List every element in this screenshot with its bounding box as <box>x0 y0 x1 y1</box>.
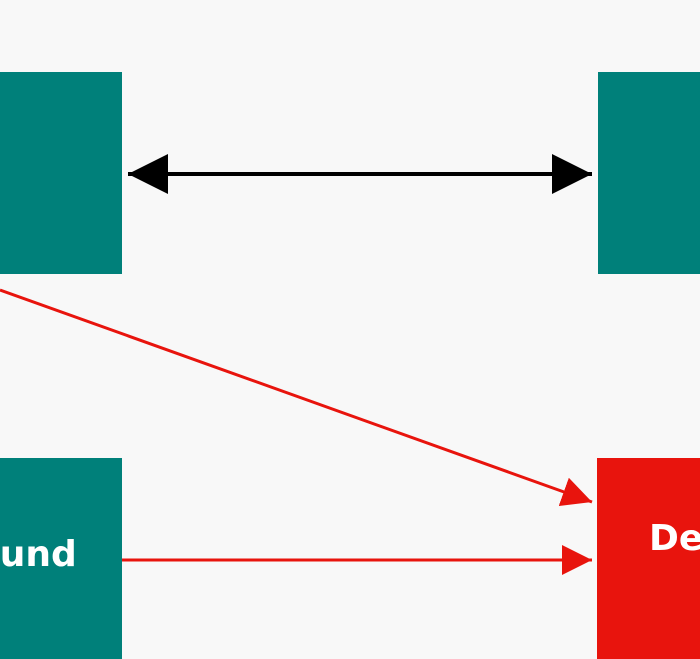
node-top-left <box>0 72 122 274</box>
node-bottom-left: ound <box>0 458 122 659</box>
node-bottom-right: Dec <box>597 458 700 659</box>
node-top-right <box>598 72 700 274</box>
node-bottom-left-label: ound <box>0 534 77 575</box>
edge-top-left-to-bottom-right <box>0 288 593 507</box>
node-bottom-right-label: Dec <box>649 518 700 559</box>
